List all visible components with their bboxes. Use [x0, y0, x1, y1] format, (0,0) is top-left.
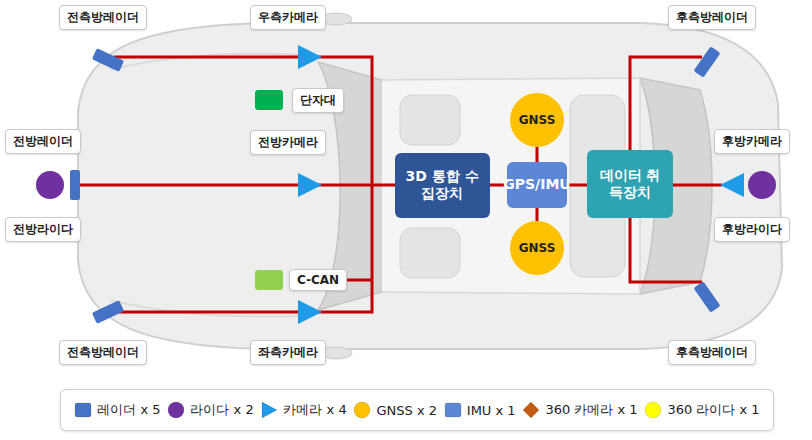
node-text: 후측방레이더 — [676, 344, 748, 361]
node-text: 전방카메라 — [258, 134, 318, 151]
legend-text: 레이더 x 5 — [97, 401, 160, 419]
callout-label: 전방레이더 — [5, 129, 81, 154]
legend-swatch — [353, 401, 371, 419]
node-text: 후방카메라 — [722, 133, 782, 150]
callout-label: 우측카메라 — [250, 5, 326, 30]
camera-sensor — [298, 173, 322, 197]
sensors — [36, 45, 776, 324]
lidar-sensor — [36, 171, 64, 199]
legend-text: 라이다 x 2 — [190, 401, 253, 419]
legend-text: IMU x 1 — [467, 403, 516, 418]
device-box: 3D 통합 수집장치 — [395, 153, 490, 218]
radar-sensor — [92, 300, 124, 324]
gnss-circle: GNSS — [510, 93, 564, 147]
callout-label: 전측방레이더 — [59, 340, 147, 365]
legend-text: GNSS x 2 — [376, 403, 437, 418]
callout-label: 전방라이다 — [5, 217, 81, 242]
node-text: GNSS — [519, 241, 556, 255]
radar-sensor — [693, 281, 720, 312]
legend-item: 카메라 x 4 — [260, 401, 346, 419]
node-text: GPS/IMU — [503, 176, 570, 194]
legend-item: 레이더 x 5 — [74, 401, 160, 419]
node-text: 후방라이다 — [722, 221, 782, 238]
wire-connector — [537, 147, 538, 162]
legend-box: 레이더 x 5 라이다 x 2 카메라 x 4 GNSS x 2 IMU x 1 360 … — [60, 389, 774, 431]
callout-label: C-CAN — [289, 269, 347, 291]
legend-text: 카메라 x 4 — [283, 401, 346, 419]
radar-sensor — [693, 46, 720, 77]
callout-label: 후측방레이더 — [668, 340, 756, 365]
callout-label: 후방카메라 — [714, 129, 790, 154]
can-module — [255, 270, 283, 290]
node-text: 전측방레이더 — [67, 344, 139, 361]
seat — [400, 95, 460, 145]
legend-swatch — [522, 401, 540, 419]
radar-sensor — [70, 170, 80, 200]
node-text: 전방라이다 — [13, 221, 73, 238]
callout-label: 후측방레이더 — [668, 5, 756, 30]
node-text: 후측방레이더 — [676, 9, 748, 26]
wiring — [78, 57, 722, 312]
camera-sensor — [298, 45, 322, 69]
legend-text: 360 라이다 x 1 — [667, 401, 759, 419]
node-text: 단자대 — [300, 92, 336, 109]
callout-label: 좌측카메라 — [250, 340, 326, 365]
legend-item: 라이다 x 2 — [167, 401, 253, 419]
node-text: GNSS — [519, 113, 556, 127]
callout-label: 후방라이다 — [714, 217, 790, 242]
radar-sensor — [92, 48, 124, 72]
wire-line — [536, 147, 539, 162]
legend-item: IMU x 1 — [444, 401, 516, 419]
legend-item: 360 카메라 x 1 — [522, 401, 637, 419]
node-text: 데이터 취득장치 — [593, 167, 667, 202]
callout-label: 전방카메라 — [250, 130, 326, 155]
legend-swatch — [260, 401, 278, 419]
device-box: GPS/IMU — [507, 162, 567, 208]
device-box: 데이터 취득장치 — [587, 150, 673, 218]
legend-swatch — [644, 401, 662, 419]
node-text: 3D 통합 수집장치 — [401, 168, 484, 203]
node-text: 좌측카메라 — [258, 344, 318, 361]
wire-connector — [537, 208, 538, 221]
legend-swatch — [167, 401, 185, 419]
car-outline — [78, 23, 782, 349]
camera-sensor — [298, 300, 322, 324]
node-text: 전측방레이더 — [67, 9, 139, 26]
callout-label: 단자대 — [292, 88, 344, 113]
legend-swatch — [74, 401, 92, 419]
node-text: C-CAN — [297, 273, 339, 287]
callout-label: 전측방레이더 — [59, 5, 147, 30]
camera-sensor — [720, 173, 744, 197]
lidar-sensor — [748, 171, 776, 199]
legend-item: 360 라이다 x 1 — [644, 401, 759, 419]
terminal-block — [255, 90, 283, 110]
wire-line — [536, 208, 539, 221]
legend-item: GNSS x 2 — [353, 401, 437, 419]
gnss-circle: GNSS — [510, 221, 564, 275]
node-text: 전방레이더 — [13, 133, 73, 150]
node-text: 우측카메라 — [258, 9, 318, 26]
wire — [78, 184, 420, 187]
seat — [400, 228, 460, 278]
car-body — [78, 13, 782, 359]
legend-text: 360 카메라 x 1 — [545, 401, 637, 419]
legend-swatch — [444, 401, 462, 419]
